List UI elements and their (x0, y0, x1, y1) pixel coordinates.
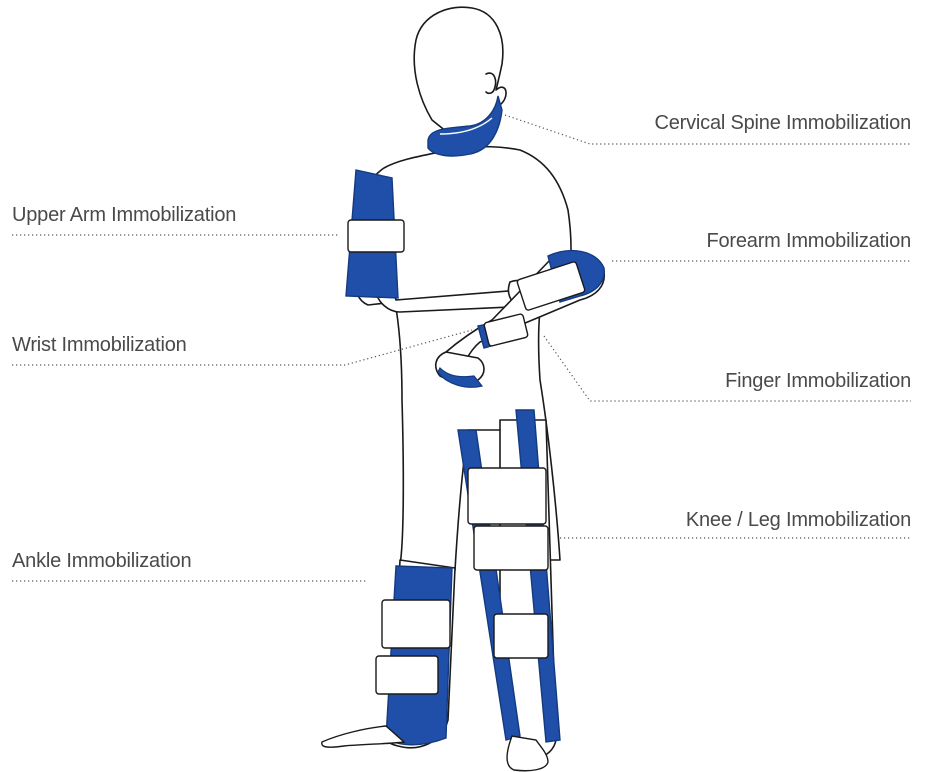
label-ankle: Ankle Immobilization (12, 550, 191, 573)
label-cervical-spine: Cervical Spine Immobilization (654, 112, 911, 135)
label-forearm: Forearm Immobilization (706, 230, 911, 253)
label-upper-arm: Upper Arm Immobilization (12, 204, 236, 227)
ankle-splint (376, 566, 452, 745)
label-wrist: Wrist Immobilization (12, 334, 187, 357)
label-knee-leg: Knee / Leg Immobilization (686, 509, 911, 532)
label-finger: Finger Immobilization (725, 370, 911, 393)
